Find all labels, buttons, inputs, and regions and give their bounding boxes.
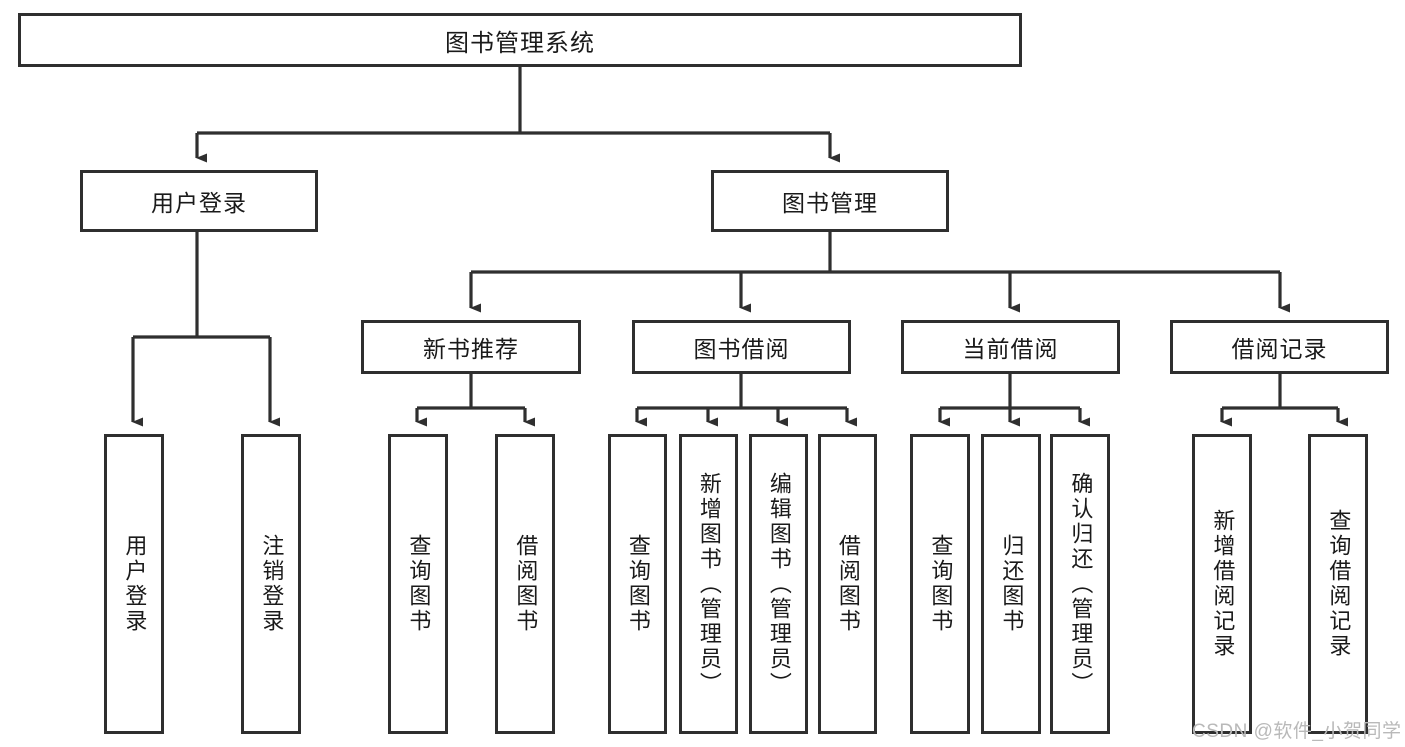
node-label: 用户登录 bbox=[122, 534, 148, 634]
node-label: 确认归还（管理员） bbox=[1068, 471, 1094, 697]
leaf-confirm-return-admin[interactable]: 确认归还（管理员） bbox=[1050, 434, 1110, 734]
node-label: 注销登录 bbox=[259, 534, 285, 634]
node-label: 图书管理 bbox=[782, 190, 878, 216]
node-current-borrow[interactable]: 当前借阅 bbox=[901, 320, 1120, 374]
leaf-query-borrow-record[interactable]: 查询借阅记录 bbox=[1308, 434, 1368, 734]
leaf-logout[interactable]: 注销登录 bbox=[241, 434, 301, 734]
node-label: 借阅图书 bbox=[513, 534, 539, 634]
node-label: 查询借阅记录 bbox=[1326, 509, 1352, 659]
node-label: 图书借阅 bbox=[693, 336, 790, 362]
node-label: 借阅图书 bbox=[835, 534, 861, 634]
node-book-management[interactable]: 图书管理 bbox=[711, 170, 949, 232]
leaf-return-book[interactable]: 归还图书 bbox=[981, 434, 1041, 734]
node-book-borrow[interactable]: 图书借阅 bbox=[632, 320, 851, 374]
leaf-add-book-admin[interactable]: 新增图书（管理员） bbox=[679, 434, 738, 734]
node-label: 用户登录 bbox=[151, 190, 247, 216]
node-new-book-recommend[interactable]: 新书推荐 bbox=[361, 320, 581, 374]
node-label: 编辑图书（管理员） bbox=[766, 471, 792, 697]
leaf-user-login[interactable]: 用户登录 bbox=[104, 434, 164, 734]
csdn-watermark: CSDN @软件_小贺同学 bbox=[1192, 721, 1402, 742]
leaf-query-book-borrow[interactable]: 查询图书 bbox=[608, 434, 667, 734]
node-label: 新增图书（管理员） bbox=[696, 471, 722, 697]
node-label: 归还图书 bbox=[999, 534, 1025, 634]
leaf-query-book-recommend[interactable]: 查询图书 bbox=[388, 434, 448, 734]
leaf-add-borrow-record[interactable]: 新增借阅记录 bbox=[1192, 434, 1252, 734]
leaf-borrow-book[interactable]: 借阅图书 bbox=[818, 434, 877, 734]
node-label: 查询图书 bbox=[625, 534, 651, 634]
leaf-edit-book-admin[interactable]: 编辑图书（管理员） bbox=[749, 434, 808, 734]
node-user-login[interactable]: 用户登录 bbox=[80, 170, 318, 232]
node-label: 查询图书 bbox=[406, 534, 432, 634]
node-borrow-record[interactable]: 借阅记录 bbox=[1170, 320, 1389, 374]
node-label: 当前借阅 bbox=[962, 336, 1059, 362]
node-label: 图书管理系统 bbox=[445, 29, 595, 57]
node-label: 新增借阅记录 bbox=[1210, 509, 1236, 659]
leaf-query-book-current[interactable]: 查询图书 bbox=[910, 434, 970, 734]
node-root-book-management-system[interactable]: 图书管理系统 bbox=[18, 13, 1022, 67]
node-label: 借阅记录 bbox=[1231, 336, 1328, 362]
node-label: 新书推荐 bbox=[423, 336, 519, 362]
node-label: 查询图书 bbox=[928, 534, 954, 634]
leaf-borrow-book-recommend[interactable]: 借阅图书 bbox=[495, 434, 555, 734]
